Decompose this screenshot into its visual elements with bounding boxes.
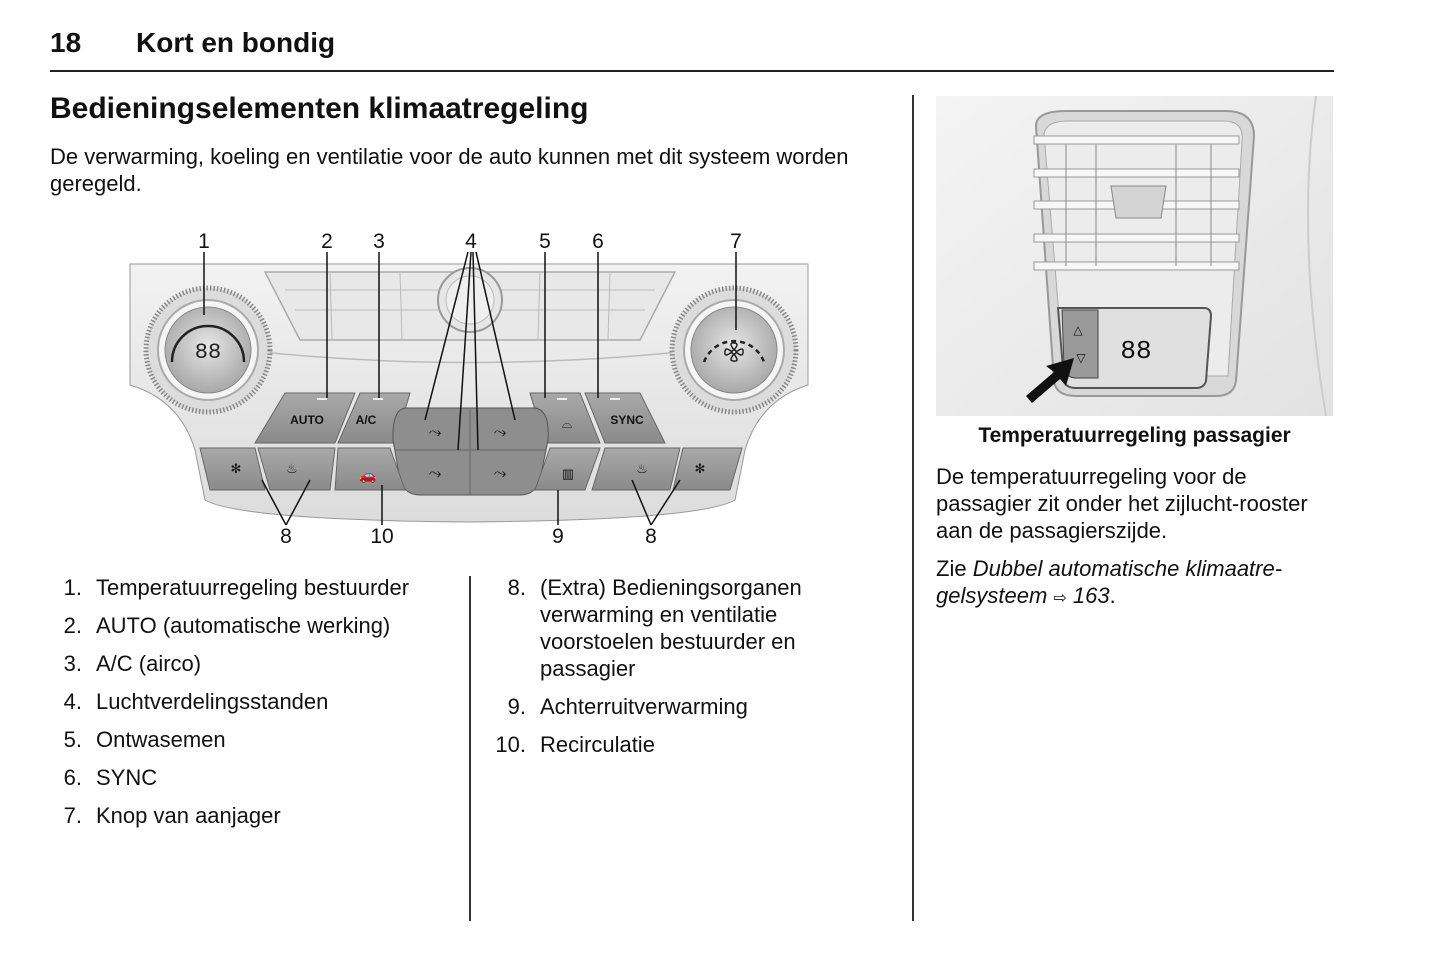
callout-1: 1: [198, 230, 210, 253]
driver-temperature-knob: 88: [143, 285, 273, 415]
callout-4: 4: [465, 230, 477, 253]
leader-lines: [203, 251, 737, 526]
fan-knob: [669, 285, 799, 415]
seat-vent-left-button: [199, 447, 266, 491]
windshield-defrost-icon: ⌓: [562, 416, 572, 431]
section-title: Bedieningselementen klimaatregeling: [50, 92, 589, 125]
passenger-control-paragraph: De temperatuurregeling voor de passagier…: [936, 464, 1308, 543]
vent-face-icon: ⤳: [429, 424, 442, 441]
column-divider-right: [912, 95, 914, 921]
passenger-temp-display: 88: [1120, 336, 1151, 366]
legend-item: 10.Recirculatie: [495, 732, 655, 757]
legend-item: 8.(Extra) Bedieningsorganen verwarming e…: [507, 575, 802, 681]
callout-10: 10: [370, 525, 394, 548]
callout-8-right: 8: [645, 525, 657, 548]
vent-slat: [1033, 168, 1240, 178]
vent-slat: [1033, 135, 1240, 145]
legend-item: 9.Achterruitverwarming: [507, 694, 748, 719]
svg-text:AUTO: AUTO: [290, 413, 324, 427]
page-number: 18: [50, 27, 82, 58]
callout-9: 9: [552, 525, 564, 548]
legend-list-left: 1.Temperatuurregeling bestuurder 2.AUTO …: [42, 574, 462, 840]
intro-paragraph: De verwarming, koeling en ventilatie voo…: [50, 144, 849, 196]
legend-item: 5.Ontwasemen: [63, 727, 226, 752]
pointer-arrow-icon: [1026, 358, 1074, 403]
legend-item: 3.A/C (airco): [63, 651, 202, 676]
legend-item: 6.SYNC: [63, 765, 158, 790]
seat-heat-right-button: [591, 447, 681, 491]
callout-8-left: 8: [280, 525, 292, 548]
legend-item: 4.Luchtverdelingsstanden: [63, 689, 329, 714]
legend-list-right: 8.(Extra) Bedieningsorganen verwarming e…: [486, 574, 906, 769]
legend-item: 7.Knop van aanjager: [63, 803, 281, 828]
header-rule: [50, 70, 1334, 72]
seat-heat-left-button: [257, 447, 336, 491]
page-reference-arrow-icon: ⇨: [1053, 590, 1067, 607]
vent-slat: [1033, 233, 1240, 243]
defrost-floor-icon: ⤳: [494, 424, 507, 441]
recirculation-car-icon: 🚗: [359, 467, 376, 484]
recirculation-button: [334, 447, 406, 491]
legend-item: 2.AUTO (automatische werking): [63, 613, 391, 638]
reference-link[interactable]: Dubbel automatische klimaatre-gelsysteem: [936, 556, 1283, 608]
seat-heat-right-icon: ♨: [636, 461, 648, 476]
figure-caption: Temperatuurregeling passagier: [978, 424, 1291, 447]
svg-text:88: 88: [195, 340, 221, 365]
passenger-vent-illustration: △ ▽ 88: [936, 96, 1333, 416]
vent-slat: [1033, 261, 1240, 271]
vent-adjuster-tab: [1110, 185, 1167, 219]
callout-2: 2: [321, 230, 333, 253]
climate-control-illustration: 88 AUTO A/C ⌓ SYNC ⤳ ⤳ ⤳ ⤳ ✻ ♨ 🚗 ▥: [129, 251, 809, 526]
seat-vent-right-button: [672, 447, 743, 491]
sync-button: [584, 392, 666, 444]
reference-page[interactable]: 163: [1066, 583, 1110, 608]
column-divider-left: [469, 576, 471, 921]
callout-7: 7: [730, 230, 742, 253]
see-reference: Zie Dubbel automatische klimaatre-gelsys…: [936, 556, 1283, 608]
up-arrow-icon: △: [1073, 323, 1083, 337]
svg-text:A/C: A/C: [356, 413, 377, 427]
seat-ventilation-right-icon: ✻: [695, 461, 706, 476]
seat-heat-icon: ♨: [286, 461, 298, 476]
callout-5: 5: [539, 230, 551, 253]
rear-defrost-button: [534, 447, 601, 491]
svg-text:SYNC: SYNC: [610, 413, 644, 427]
seat-ventilation-icon: ✻: [231, 461, 242, 476]
down-arrow-icon: ▽: [1076, 351, 1086, 365]
fan-icon: [724, 342, 744, 362]
callout-3: 3: [373, 230, 385, 253]
callout-6: 6: [592, 230, 604, 253]
chapter-title: Kort en bondig: [136, 27, 336, 58]
floor-icon: ⤳: [429, 465, 442, 482]
air-distribution-cluster: [392, 407, 549, 496]
auto-button: [254, 392, 356, 444]
rear-defrost-icon: ▥: [562, 466, 574, 481]
face-floor-icon: ⤳: [494, 465, 507, 482]
legend-item: 1.Temperatuurregeling bestuurder: [63, 575, 410, 600]
